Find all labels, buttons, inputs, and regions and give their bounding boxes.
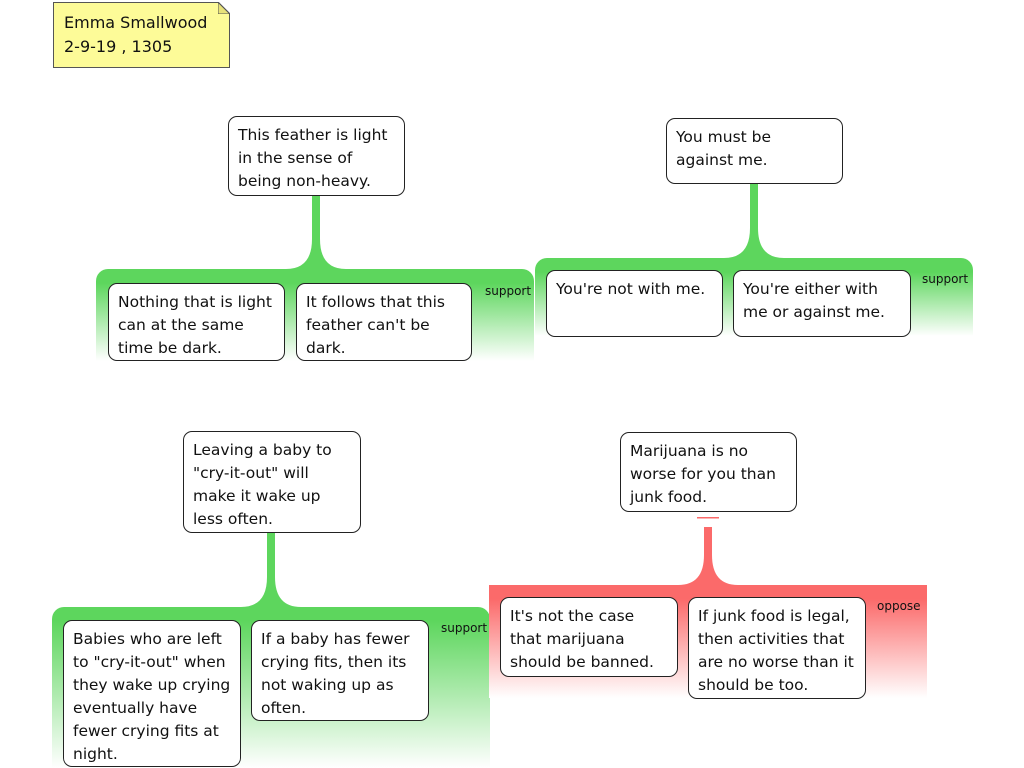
premise-box[interactable]: It's not the case that marijuana should … [500, 597, 678, 677]
note-author: Emma Smallwood [64, 13, 208, 32]
oppose-label: oppose [877, 599, 921, 613]
claim-box[interactable]: This feather is light in the sense of be… [228, 116, 405, 196]
support-label: support [441, 621, 488, 635]
premise-box[interactable]: Babies who are left to "cry-it-out" when… [63, 620, 241, 767]
claim-box[interactable]: Leaving a baby to "cry-it-out" will make… [183, 431, 361, 533]
note-date: 2-9-19 , 1305 [64, 37, 173, 56]
connector-stem [678, 517, 738, 587]
connector-stem [724, 184, 784, 260]
support-label: support [485, 284, 532, 298]
premise-box[interactable]: It follows that this feather can't be da… [296, 283, 472, 361]
oppose-marker [697, 517, 719, 519]
claim-box[interactable]: You must be against me. [666, 118, 843, 184]
premise-box[interactable]: You're either with me or against me. [733, 270, 911, 337]
connector-stem [241, 533, 301, 609]
connector-stem [286, 196, 346, 271]
note-fold-icon [218, 2, 230, 14]
premise-box[interactable]: If a baby has fewer crying fits, then it… [251, 620, 429, 721]
author-note[interactable]: Emma Smallwood 2-9-19 , 1305 [53, 2, 230, 68]
premise-box[interactable]: Nothing that is light can at the same ti… [108, 283, 285, 361]
claim-box[interactable]: Marijuana is no worse for you than junk … [620, 432, 797, 512]
premise-box[interactable]: You're not with me. [546, 270, 723, 337]
support-label: support [922, 272, 969, 286]
premise-box[interactable]: If junk food is legal, then activities t… [688, 597, 866, 699]
